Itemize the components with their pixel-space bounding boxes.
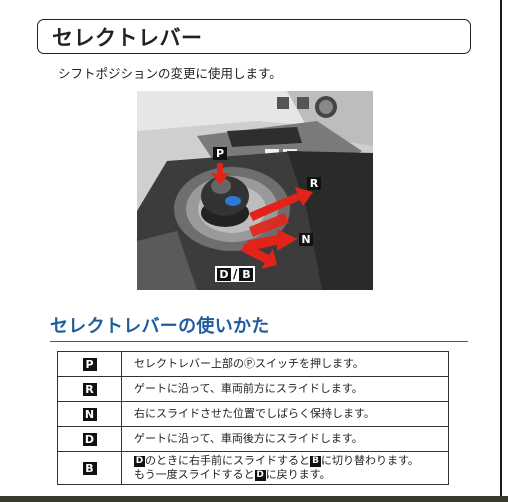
position-badge-n: N: [82, 407, 97, 421]
description-cell: セレクトレバー上部のⓅスイッチを押します。: [121, 351, 449, 377]
page-title: セレクトレバー: [52, 25, 203, 50]
inline-badge-d: D: [254, 469, 266, 481]
label-slash: /: [233, 267, 238, 281]
operation-table: P セレクトレバー上部のⓅスイッチを押します。 R ゲートに沿って、車両前方にス…: [57, 351, 449, 485]
key-cell: R: [57, 376, 122, 402]
label-p: P: [213, 147, 227, 160]
intro-text: シフトポジションの変更に使用します。: [58, 66, 282, 81]
table-row: D ゲートに沿って、車両後方にスライドします。: [57, 426, 449, 452]
description-cell: ゲートに沿って、車両前方にスライドします。: [121, 376, 449, 402]
key-cell: B: [57, 451, 122, 485]
description-text: のときに右手前にスライドすると: [145, 454, 310, 467]
label-d: D: [217, 267, 231, 281]
position-badge-d: D: [82, 432, 97, 446]
description-text: もう一度スライドすると: [134, 468, 255, 481]
inline-badge-b: B: [310, 455, 321, 467]
description-cell: ゲートに沿って、車両後方にスライドします。: [121, 426, 449, 452]
table-row: N 右にスライドさせた位置でしばらく保持します。: [57, 401, 449, 427]
key-cell: P: [57, 351, 122, 377]
description-text: に戻ります。: [265, 468, 331, 481]
section-heading-text: セレクトレバーの使いかた: [50, 316, 270, 337]
page-edge-rule: [500, 0, 502, 502]
illustration-svg: [137, 91, 373, 290]
position-badge-p: P: [82, 357, 97, 371]
label-n: N: [299, 233, 313, 246]
label-r: R: [307, 177, 321, 190]
table-row: P セレクトレバー上部のⓅスイッチを押します。: [57, 351, 449, 377]
position-badge-r: R: [82, 382, 97, 396]
label-d-b: D / B: [215, 266, 256, 282]
inline-badge-d: D: [134, 455, 145, 467]
select-lever-illustration: P R N D / B: [137, 91, 373, 290]
key-cell: D: [57, 426, 122, 452]
description-text: に切り替わります。: [321, 454, 419, 467]
key-cell: N: [57, 401, 122, 427]
position-badge-b: B: [82, 461, 97, 475]
background-strip: [0, 496, 508, 502]
table-row: R ゲートに沿って、車両前方にスライドします。: [57, 376, 449, 402]
section-heading: セレクトレバーの使いかた: [50, 312, 468, 342]
description-cell: 右にスライドさせた位置でしばらく保持します。: [121, 401, 449, 427]
page-title-box: セレクトレバー: [37, 19, 471, 54]
label-b: B: [239, 267, 254, 281]
